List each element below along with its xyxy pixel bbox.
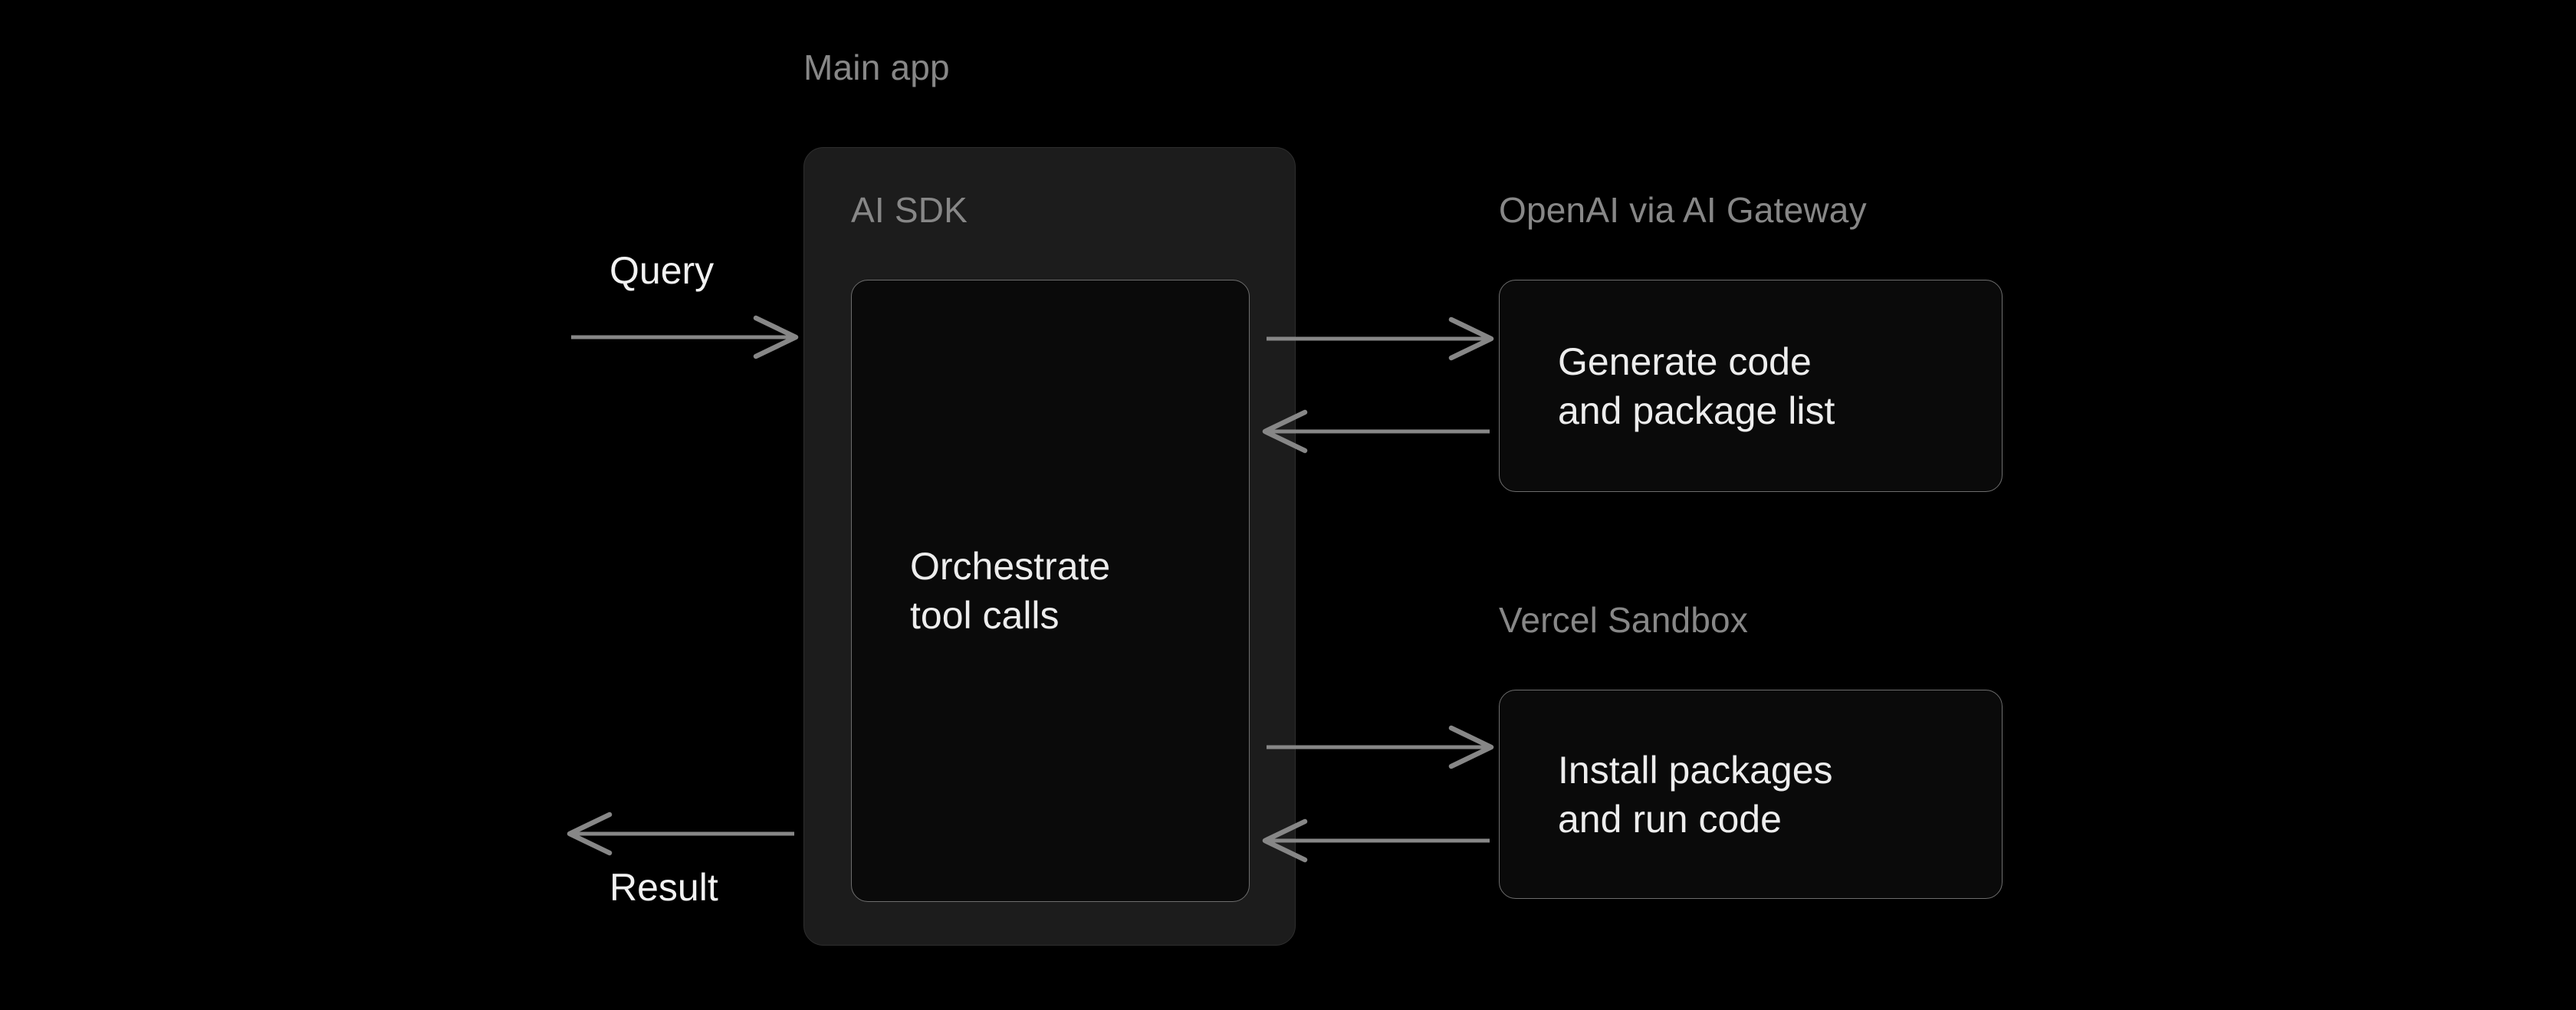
node-install-packages[interactable]: Install packages and run code: [1499, 690, 2003, 899]
ai-sdk-caption: AI SDK: [851, 190, 968, 230]
node-orchestrate-label: Orchestrate tool calls: [910, 545, 1111, 637]
node-generate-code-label: Generate code and package list: [1558, 339, 1835, 432]
flow-label-query: Query: [610, 249, 715, 292]
node-orchestrate-tool-calls[interactable]: Orchestrate tool calls: [851, 280, 1250, 902]
node-generate-code[interactable]: Generate code and package list: [1499, 280, 2003, 492]
group-caption-main-app: Main app: [803, 48, 950, 87]
node-install-packages-label: Install packages and run code: [1558, 748, 1833, 841]
group-caption-openai-gateway: OpenAI via AI Gateway: [1499, 190, 1867, 230]
flow-label-result: Result: [610, 866, 718, 909]
group-caption-vercel-sandbox: Vercel Sandbox: [1499, 600, 1749, 640]
